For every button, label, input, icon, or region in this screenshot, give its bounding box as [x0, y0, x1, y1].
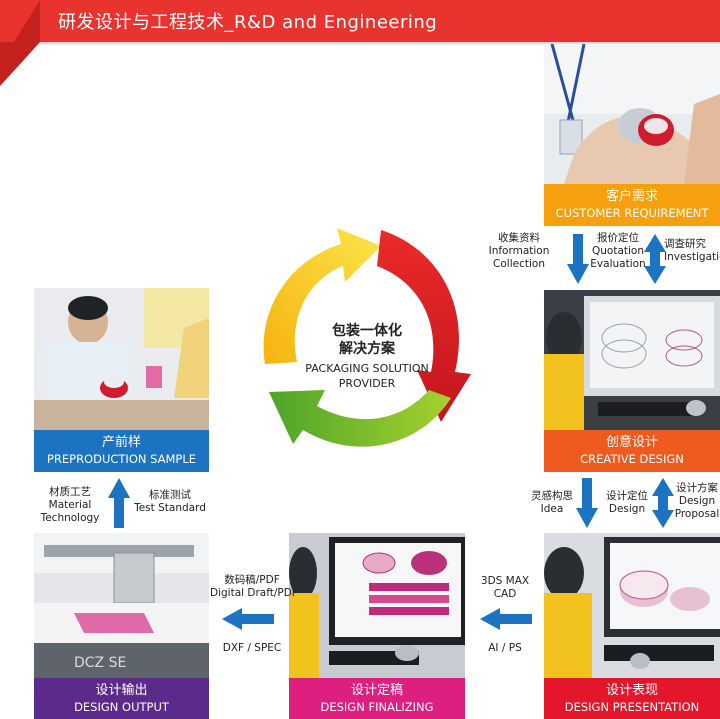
stage-design-presentation: 设计表现 DESIGN PRESENTATION [544, 678, 720, 719]
center-en-line2: PROVIDER [338, 377, 396, 390]
stage-preproduction-sample-en: PREPRODUCTION SAMPLE [46, 452, 197, 466]
note-ai-ps: AI / PS [488, 642, 522, 654]
stage-design-output: 设计输出 DESIGN OUTPUT [34, 678, 209, 719]
note-design-proposal: 设计方案 Design Proposal [674, 482, 720, 520]
stage-creative-design-cn: 创意设计 [605, 435, 658, 450]
center-cn-line1: 包装一体化 [332, 323, 402, 339]
arrow-left-icon [480, 608, 532, 630]
stage-design-presentation-cn: 设计表现 [605, 682, 658, 698]
note-dxf-spec: DXF / SPEC [222, 642, 282, 654]
stage-creative-design: 创意设计 CREATIVE DESIGN [544, 430, 720, 472]
arrow-bidirectional-icon [652, 478, 674, 528]
center-title: 包装一体化 解决方案 PACKAGING SOLUTION PROVIDER [292, 322, 442, 391]
photo-design-output: DCZ SE [34, 533, 209, 678]
stage-design-presentation-en: DESIGN PRESENTATION [564, 699, 700, 714]
arrow-left-icon [222, 608, 274, 630]
arrow-bidirectional-icon [644, 234, 666, 284]
photo-design-presentation [544, 533, 720, 678]
stage-design-output-cn: 设计输出 [95, 682, 148, 698]
header-bar [0, 0, 720, 42]
stage-customer-requirement-cn: 客户需求 [605, 189, 658, 204]
photo-creative-design [544, 290, 720, 430]
note-info-collection: 收集资料 Information Collection [488, 232, 550, 270]
note-material: 材质工艺 Material Technology [40, 486, 100, 524]
arrow-down-icon [576, 478, 598, 528]
stage-customer-requirement-en: CUSTOMER REQUIREMENT [555, 206, 709, 220]
header-ribbon-icon [0, 0, 40, 86]
photo-customer-requirement [544, 44, 720, 184]
photo-design-finalizing [289, 533, 465, 678]
arrow-up-icon [108, 478, 130, 528]
stage-design-finalizing: 设计定稿 DESIGN FINALIZING [289, 678, 465, 719]
header-shadow [0, 42, 720, 46]
note-quotation: 报价定位 Quotation Evaluation [590, 232, 646, 270]
stage-design-finalizing-en: DESIGN FINALIZING [320, 699, 434, 714]
stage-preproduction-sample: 产前样 PREPRODUCTION SAMPLE [34, 430, 209, 472]
page-title: 研发设计与工程技术_R&D and Engineering [58, 12, 438, 33]
stage-preproduction-sample-cn: 产前样 [101, 435, 141, 450]
center-cn-line2: 解决方案 [339, 341, 395, 357]
note-digital-draft: 数码稿/PDF Digital Draft/PDF [210, 574, 298, 599]
note-design-position: 设计定位 Design [606, 490, 648, 515]
cycle-arrows-icon [263, 228, 471, 447]
stage-design-finalizing-cn: 设计定稿 [350, 682, 403, 698]
photo-preproduction-sample [34, 288, 209, 430]
svg-text:DCZ SE: DCZ SE [74, 655, 126, 671]
note-investigation: 调查研究 Investigation [664, 238, 720, 263]
arrow-down-icon [567, 234, 589, 284]
note-idea: 灵感构思 Idea [531, 490, 573, 515]
stage-creative-design-en: CREATIVE DESIGN [580, 452, 684, 466]
note-test-standard: 标准测试 Test Standard [134, 489, 206, 514]
stage-design-output-en: DESIGN OUTPUT [74, 699, 169, 714]
note-3ds-cad: 3DS MAX CAD [480, 575, 530, 600]
stage-customer-requirement: 客户需求 CUSTOMER REQUIREMENT [544, 184, 720, 226]
center-en-line1: PACKAGING SOLUTION [305, 362, 429, 375]
